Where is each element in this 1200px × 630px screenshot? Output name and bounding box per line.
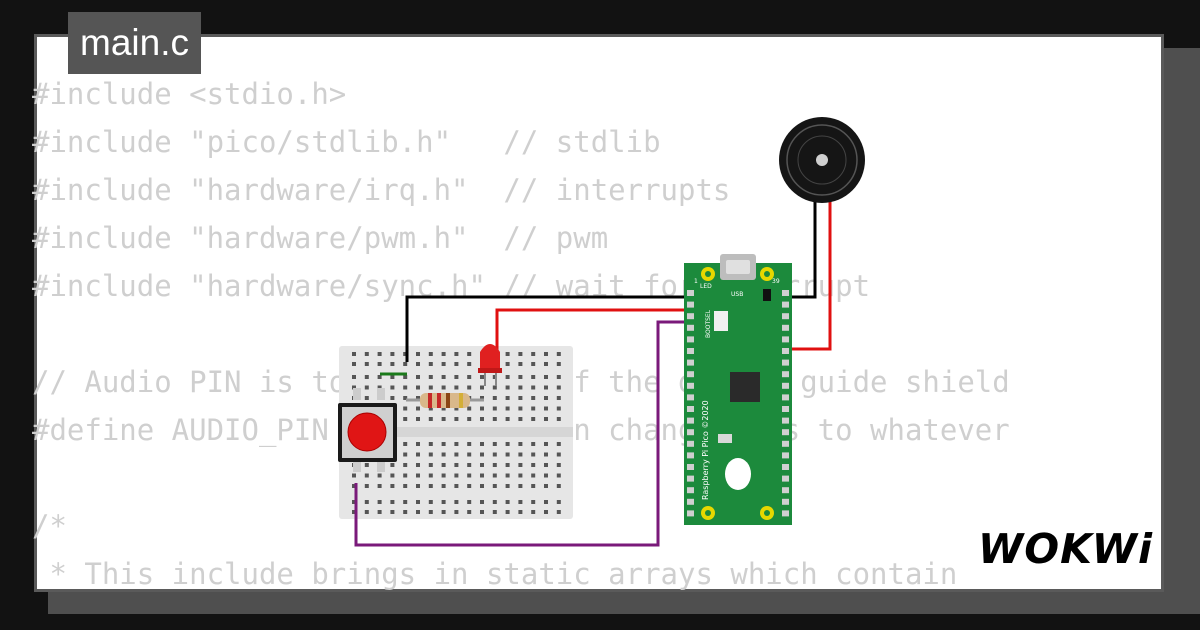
pico-board: LED USB 1 39 BOOTSEL Raspberry Pi Pico ©… [684, 254, 792, 525]
resistor [406, 393, 484, 408]
wires [354, 175, 832, 547]
breadboard [339, 346, 573, 519]
usb-label: USB [731, 291, 743, 298]
pin-1-label: 1 [694, 278, 698, 285]
pushbutton[interactable] [338, 388, 397, 472]
file-tab[interactable]: main.c [68, 12, 201, 74]
code-line: * This include brings in static arrays w… [32, 557, 958, 591]
buzzer [779, 117, 865, 203]
code-card [34, 34, 1164, 592]
purple-wire-button [354, 320, 692, 547]
red-wire-buzzer [780, 175, 832, 351]
code-line: #include "pico/stdlib.h" // stdlib [32, 125, 661, 159]
black-wire-gnd [405, 295, 692, 362]
bootsel-label: BOOTSEL [705, 309, 712, 338]
red-wire-led [495, 308, 692, 360]
board-name-label: Raspberry Pi Pico ©2020 [701, 400, 710, 500]
wokwi-logo: WOKWi [978, 525, 1154, 573]
code-line: #include "hardware/pwm.h" // pwm [32, 221, 609, 255]
code-line: /* [32, 509, 67, 543]
code-line: #include <stdio.h> [32, 77, 347, 111]
code-line: #include "hardware/irq.h" // interrupts [32, 173, 731, 207]
pin-39-label: 39 [772, 278, 780, 285]
led [478, 344, 502, 386]
led-label: LED [700, 283, 712, 290]
